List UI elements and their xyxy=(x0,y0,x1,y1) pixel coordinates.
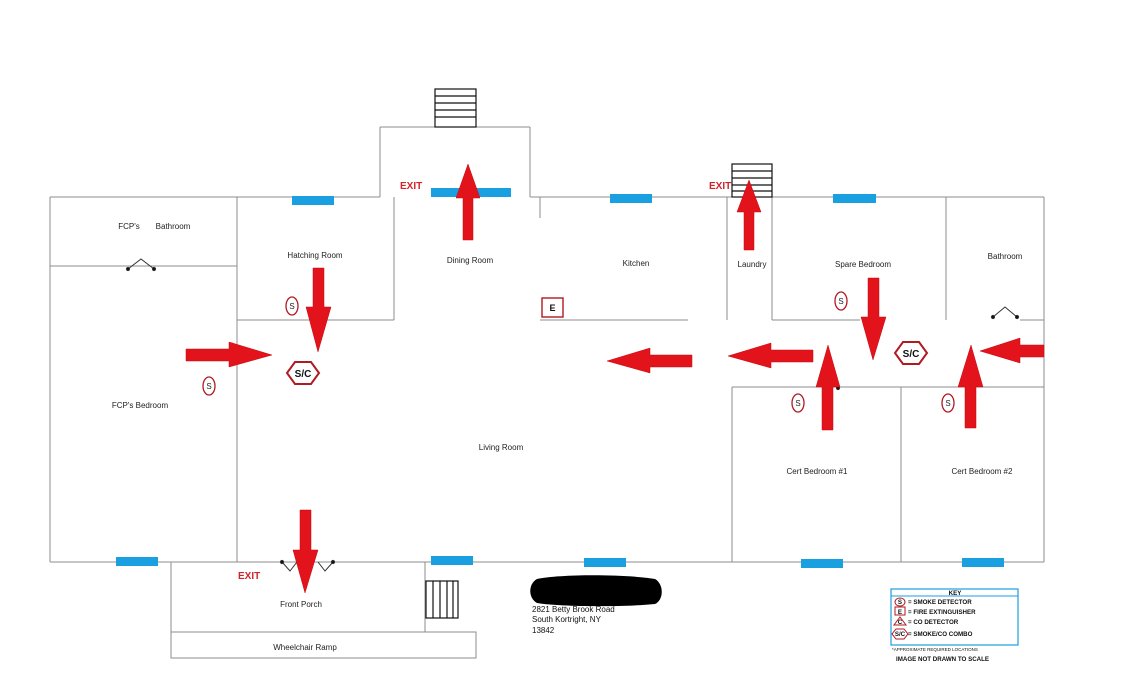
address-line-3: 13842 xyxy=(532,626,555,635)
stairs-outline xyxy=(434,88,477,128)
stairs-porch xyxy=(425,580,459,619)
label-cert-bedroom-1: Cert Bedroom #1 xyxy=(787,467,848,476)
svg-text:E: E xyxy=(898,609,902,616)
door-hinge xyxy=(990,314,996,320)
label-spare-bedroom: Spare Bedroom xyxy=(835,260,891,269)
label-laundry: Laundry xyxy=(738,260,767,269)
smoke-detectors: S S S S S xyxy=(202,291,955,413)
window xyxy=(292,196,334,205)
door-front-right xyxy=(317,561,334,572)
label-wheelchair-ramp: Wheelchair Ramp xyxy=(273,643,337,652)
smoke-detector-cert-bedroom-1: S xyxy=(791,393,805,413)
key-note: *APPROXIMATE REQUIRED LOCATIONS xyxy=(892,647,978,652)
door-bathroom-1 xyxy=(127,258,155,270)
window xyxy=(801,559,843,568)
svg-text:S: S xyxy=(838,297,843,306)
key-box xyxy=(890,588,1019,646)
exit-labels: EXIT EXIT EXIT xyxy=(238,181,731,582)
svg-text:S: S xyxy=(898,599,902,606)
smoke-detector-cert-bedroom-2: S xyxy=(941,393,955,413)
key-item-co: = CO DETECTOR xyxy=(908,619,959,626)
door-hinge xyxy=(330,559,336,565)
fire-extinguisher-kitchen: E xyxy=(541,297,564,318)
wheelchair-ramp-outline xyxy=(170,631,477,659)
smoke-detector-hatching: S xyxy=(285,296,299,316)
label-cert-bedroom-2: Cert Bedroom #2 xyxy=(952,467,1013,476)
arrow-down-spare-bedroom xyxy=(860,277,887,361)
exit-label-front: EXIT xyxy=(238,571,260,582)
label-hatching-room: Hatching Room xyxy=(287,251,342,260)
svg-text:S/C: S/C xyxy=(895,631,906,638)
svg-text:C: C xyxy=(898,619,903,626)
svg-text:S/C: S/C xyxy=(295,369,312,380)
arrow-up-laundry-exit xyxy=(736,179,762,251)
label-fcp-bedroom: FCP's Bedroom xyxy=(112,401,169,410)
label-living-room: Living Room xyxy=(479,443,524,452)
arrow-left-bathroom-2 xyxy=(979,337,1045,364)
label-bathroom-2: Bathroom xyxy=(988,252,1023,261)
arrow-down-hatching xyxy=(305,267,332,353)
svg-text:S: S xyxy=(289,302,294,311)
smoke-co-combo-living-room: S/C xyxy=(285,361,321,385)
key-item-extinguisher: = FIRE EXTINGUISHER xyxy=(908,609,976,616)
key-extinguisher-symbol xyxy=(894,606,906,616)
stairs-dining xyxy=(434,88,477,128)
arrow-left-hallway xyxy=(727,342,814,369)
arrow-down-front-exit xyxy=(292,509,319,594)
label-front-porch: Front Porch xyxy=(280,600,322,609)
arrow-up-cert-bedroom-1 xyxy=(815,344,841,431)
exit-label-dining: EXIT xyxy=(400,181,422,192)
key-scale-note: IMAGE NOT DRAWN TO SCALE xyxy=(896,656,989,663)
legend-key: KEY S = SMOKE DETECTOR E = FIRE EXTINGUI… xyxy=(890,588,1019,663)
window xyxy=(431,556,473,565)
windows xyxy=(116,188,1004,568)
door-front-left xyxy=(281,561,298,572)
door-bathroom-2 xyxy=(992,306,1018,318)
arrow-left-living-room xyxy=(606,347,693,374)
arrow-right-fcp-bedroom xyxy=(185,341,273,368)
key-co-symbol xyxy=(893,616,907,626)
window xyxy=(833,194,876,203)
arrow-up-dining-exit xyxy=(455,163,481,241)
key-item-smoke: = SMOKE DETECTOR xyxy=(908,599,972,606)
window xyxy=(610,194,652,203)
smoke-detector-fcp-bedroom: S xyxy=(202,376,216,396)
window xyxy=(116,557,158,566)
key-item-combo: = SMOKE/CO COMBO xyxy=(908,631,973,638)
svg-text:S: S xyxy=(945,399,950,408)
svg-text:E: E xyxy=(549,303,555,313)
doors xyxy=(125,258,1020,572)
evacuation-arrows xyxy=(185,163,1045,594)
label-bathroom-1: Bathroom xyxy=(156,222,191,231)
key-title: KEY xyxy=(949,590,963,597)
door-hinge xyxy=(151,266,157,272)
door-hinge xyxy=(1014,314,1020,320)
redaction-blob xyxy=(530,575,662,607)
exit-label-laundry: EXIT xyxy=(709,181,731,192)
key-combo-symbol xyxy=(891,628,909,640)
svg-text:S: S xyxy=(795,399,800,408)
label-dining-room: Dining Room xyxy=(447,256,494,265)
window xyxy=(962,558,1004,567)
window xyxy=(584,558,626,567)
smoke-detector-spare-bedroom: S xyxy=(834,291,848,311)
svg-text:S/C: S/C xyxy=(903,349,920,360)
room-labels: FCP's Bathroom Hatching Room Dining Room… xyxy=(112,222,1023,652)
address-block: 2821 Betty Brook Road South Kortright, N… xyxy=(530,575,662,635)
address-line-1: 2821 Betty Brook Road xyxy=(532,605,615,614)
door-hinge xyxy=(279,559,285,565)
arrow-up-cert-bedroom-2 xyxy=(957,344,984,429)
door-hinge xyxy=(125,266,131,272)
smoke-co-combo-hallway: S/C xyxy=(893,341,929,365)
label-fcp: FCP's xyxy=(118,222,140,231)
address-line-2: South Kortright, NY xyxy=(532,615,602,624)
svg-text:S: S xyxy=(206,382,211,391)
label-kitchen: Kitchen xyxy=(623,259,650,268)
key-smoke-symbol xyxy=(894,597,906,607)
